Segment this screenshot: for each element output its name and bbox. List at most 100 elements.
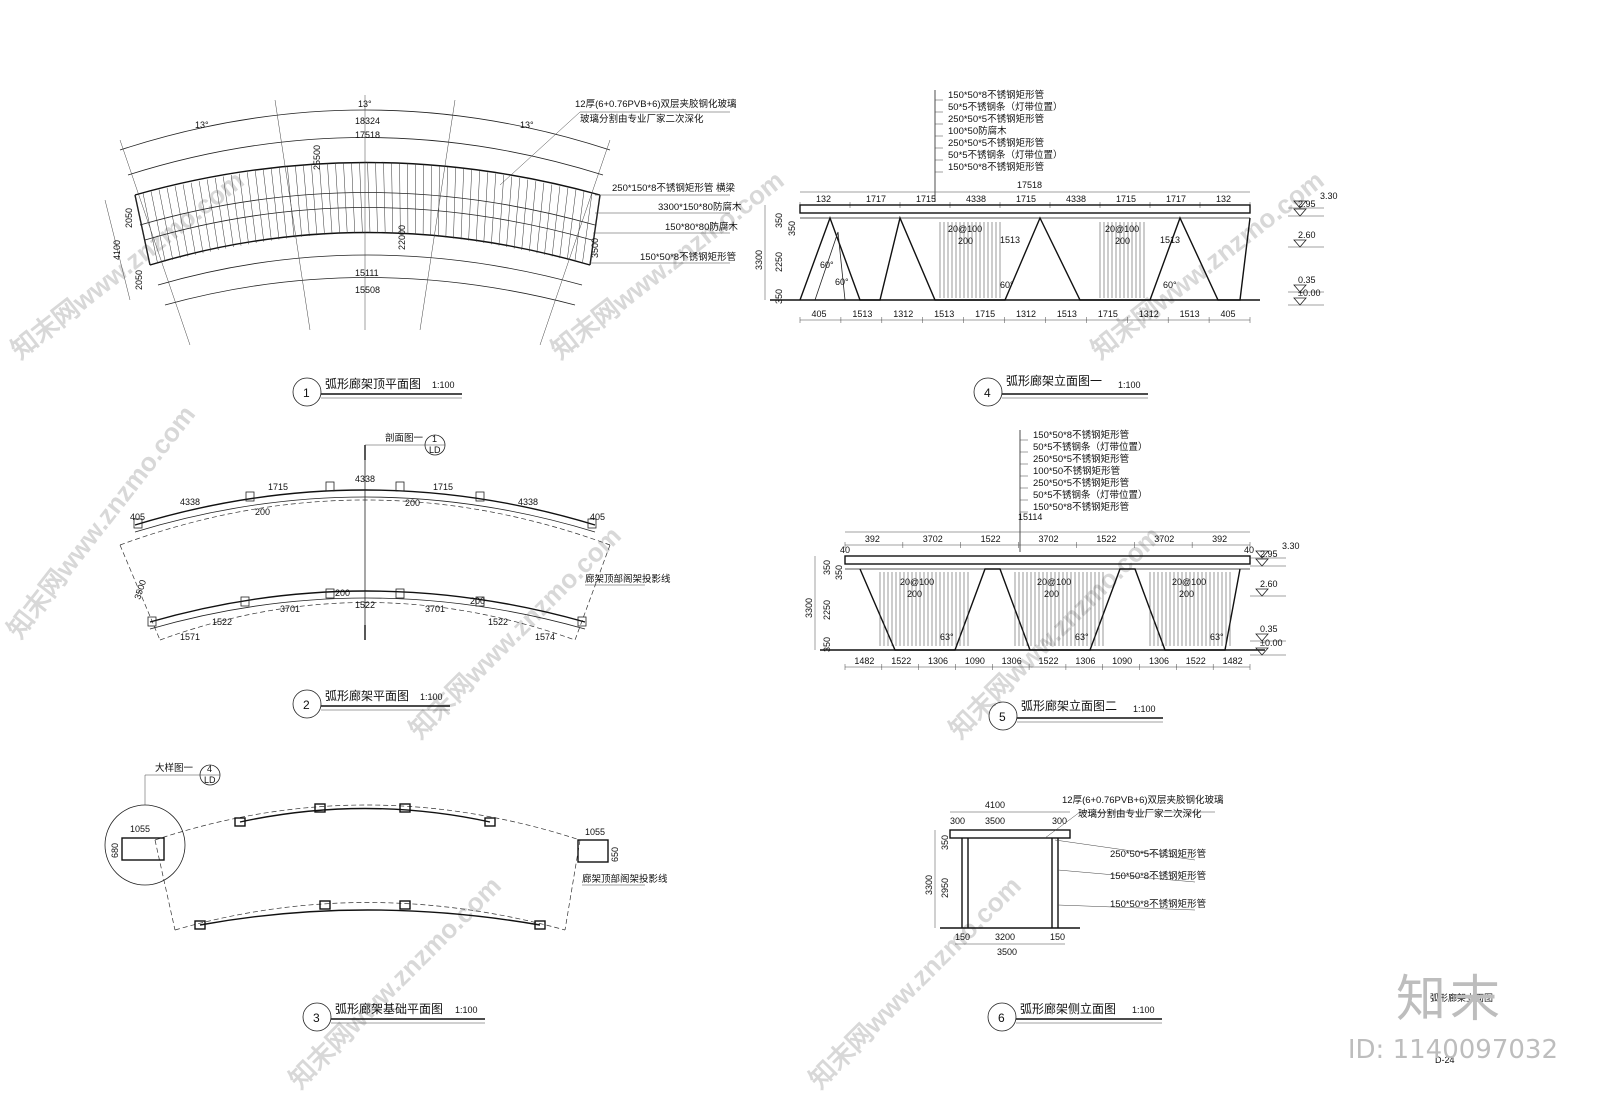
- slat-infill: [939, 222, 1145, 298]
- side-dim: 3500: [132, 578, 148, 600]
- slat-spec: 20@100: [900, 577, 934, 587]
- dim-value: 1513: [1180, 309, 1200, 319]
- angle-label: 13°: [195, 120, 209, 130]
- level-value: 2.60: [1260, 579, 1278, 589]
- footing-mark: [484, 817, 496, 827]
- slat-infill: [879, 572, 1231, 646]
- dim-value: 1522: [1186, 656, 1206, 666]
- watermark-text: 知末网www.znzmo.com: [803, 870, 1027, 1094]
- outer-dim: 4338: [180, 497, 200, 507]
- height-dim: 2250: [774, 252, 784, 272]
- level-value: 0.35: [1260, 624, 1278, 634]
- slat-spec: 20@100: [1037, 577, 1071, 587]
- material-note: 150*50*8不锈钢矩形管: [640, 251, 736, 263]
- view-scale: 1:100: [1132, 1005, 1155, 1015]
- inner-dim: 1522: [212, 617, 232, 627]
- roof-slat: [319, 163, 325, 235]
- level-triangle: [1255, 588, 1269, 597]
- dim-value: 1715: [1016, 194, 1036, 204]
- angle-label: 13°: [358, 99, 372, 109]
- view-number: 3: [313, 1011, 320, 1025]
- outer-dim: 4338: [518, 497, 538, 507]
- brand-logo: 知末: [1396, 970, 1504, 1028]
- view-number: 1: [303, 386, 310, 400]
- dim-value: 1312: [1016, 309, 1036, 319]
- material-note: 150*50*8不锈钢矩形管: [1110, 898, 1206, 910]
- roof-slat: [491, 173, 497, 245]
- outer-dim: 1715: [268, 482, 288, 492]
- view-elevation-2: 150*50*8不锈钢矩形管50*5不锈钢条（灯带位置）250*50*5不锈钢矩…: [804, 429, 1300, 670]
- roof-slat: [559, 187, 569, 259]
- angle-label: 63°: [1210, 632, 1224, 642]
- bay-mark: 200: [470, 596, 485, 606]
- dim-value: 1090: [965, 656, 985, 666]
- view-title: 弧形廊架侧立面图: [1020, 1001, 1116, 1016]
- level-triangle: [1293, 239, 1307, 248]
- dim-value: 4338: [966, 194, 986, 204]
- section-ref-sheet: LD: [429, 445, 441, 455]
- roof-slat: [327, 163, 333, 235]
- dim-value: 1522: [1039, 656, 1059, 666]
- dim-value: 1715: [1098, 309, 1118, 319]
- dim-value: 1482: [854, 656, 874, 666]
- edge-dim: 40: [1244, 545, 1254, 555]
- end-dim: 405: [130, 512, 145, 522]
- roof-slat: [375, 162, 378, 234]
- dim-value: 1306: [1075, 656, 1095, 666]
- roof-slat: [521, 179, 529, 251]
- detail-dim: 680: [110, 843, 120, 858]
- slat-spec: 200: [1179, 589, 1194, 599]
- slat-spec: 200: [1044, 589, 1059, 599]
- height-dim: 350: [822, 560, 832, 575]
- roof-slat: [263, 169, 272, 241]
- dim-value: 1482: [1223, 656, 1243, 666]
- dim-value: 1513: [934, 309, 954, 319]
- inner-dim: 3701: [425, 604, 445, 614]
- roof-slat: [343, 162, 348, 234]
- angle-label: 60°: [1000, 280, 1014, 290]
- column-mark: [475, 491, 485, 502]
- dim-value: 3702: [1154, 534, 1174, 544]
- roof-slat: [422, 164, 424, 236]
- dim-value: 1312: [1139, 309, 1159, 319]
- roof-slat: [574, 191, 585, 262]
- view-title-4: 4 弧形廊架立面图一 1:100: [973, 373, 1148, 407]
- view-number: 6: [998, 1011, 1005, 1025]
- material-note: 150*50*8不锈钢矩形管: [948, 161, 1044, 173]
- view-title: 弧形廊架立面图一: [1006, 373, 1102, 388]
- footing-mark: [534, 920, 546, 930]
- view-titles: 1 弧形廊架顶平面图 1:100 2 弧形廊架平面图 1:100 3 弧形廊架基…: [292, 373, 1163, 1032]
- material-note: 3300*150*80防腐木: [658, 201, 742, 213]
- roof-slat: [182, 184, 196, 255]
- height-dim: 2950: [940, 878, 950, 898]
- angle-label: 60°: [835, 277, 849, 287]
- slat-spec: 20@100: [1172, 577, 1206, 587]
- angle-label: 63°: [940, 632, 954, 642]
- dim-value: 392: [1212, 534, 1227, 544]
- mid-dim: 25500: [312, 145, 322, 170]
- material-note: 250*50*5不锈钢矩形管: [1033, 477, 1129, 489]
- column-mark: [147, 616, 157, 627]
- roof-slat: [498, 175, 505, 246]
- arc-dim: 15508: [355, 285, 380, 295]
- detail-dim: 1055: [585, 827, 605, 837]
- slat-spec: 1513: [1160, 235, 1180, 245]
- material-notes: 150*50*8不锈钢矩形管50*5不锈钢条（灯带位置）250*50*5不锈钢矩…: [935, 89, 1063, 173]
- bay-mark: 200: [405, 498, 420, 508]
- watermark-layer: 知末网www.znzmo.com 知末网www.znzmo.com 知末网www…: [1, 165, 1329, 1095]
- outer-dim: 1715: [433, 482, 453, 492]
- watermark-text: 知末网www.znzmo.com: [545, 165, 789, 365]
- dim-value: 1522: [891, 656, 911, 666]
- roof-slat: [295, 165, 302, 237]
- roof-slat: [214, 177, 227, 249]
- image-id-label: ID: 1140097032: [1347, 1035, 1558, 1065]
- corner-stamp: 弧形廊架立面图 D-24: [1430, 992, 1493, 1065]
- slat-spec: 200: [1115, 236, 1130, 246]
- bay-mark: 200: [335, 588, 350, 598]
- end-dim: 1574: [535, 632, 555, 642]
- height-dim: 350: [774, 289, 784, 304]
- footing-mark: [234, 817, 246, 827]
- roof-slat: [438, 165, 440, 237]
- height-dim: 350: [822, 637, 832, 652]
- mid-dim: 22000: [397, 225, 407, 250]
